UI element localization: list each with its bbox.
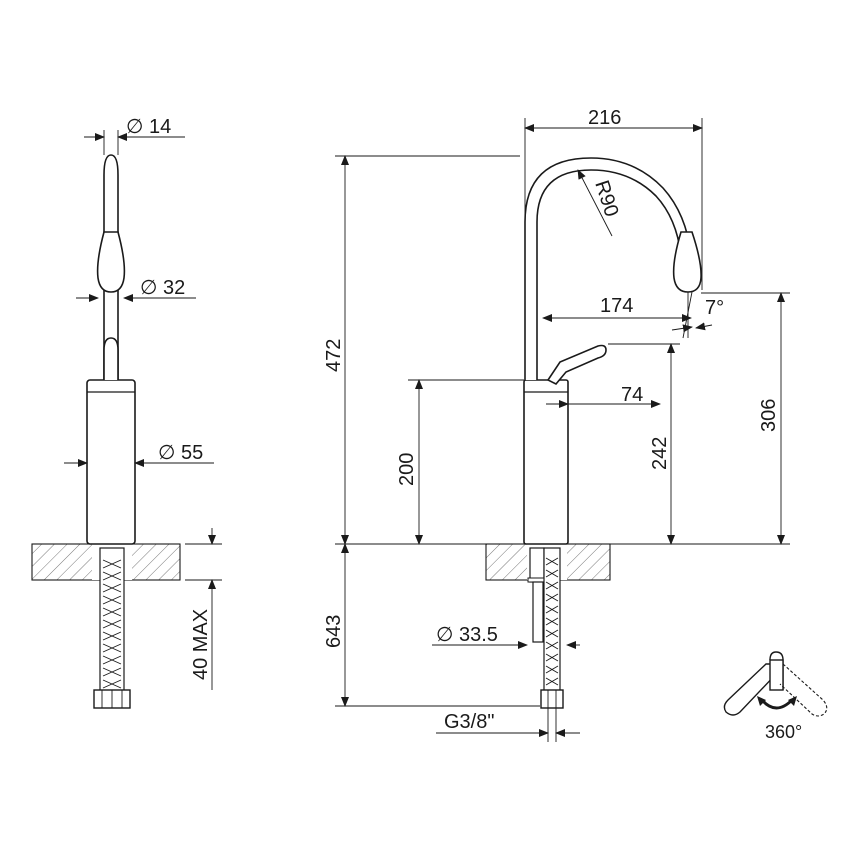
front-body-cylinder — [523, 379, 569, 545]
side-aerator — [96, 231, 126, 293]
front-view: 216 R90 174 7° 472 306 — [323, 107, 790, 742]
dim-text-dia14: ∅ 14 — [126, 116, 171, 138]
dimension-r90: R90 — [577, 169, 623, 237]
side-body-cylinder — [86, 379, 136, 545]
dim-text-306: 306 — [758, 399, 780, 432]
dimension-dia-14: ∅ 14 — [84, 116, 185, 155]
dimension-dia-55: ∅ 55 — [64, 442, 214, 467]
dimension-643: 643 — [323, 543, 349, 707]
dim-text-74: 74 — [621, 384, 643, 406]
dimension-74: 74 — [546, 384, 661, 408]
dim-text-200: 200 — [396, 453, 418, 486]
dim-text-r90: R90 — [590, 178, 622, 220]
dim-text-472: 472 — [323, 339, 345, 372]
dim-text-dia335: ∅ 33.5 — [436, 624, 498, 646]
swivel-360-icon: 360° — [723, 651, 828, 742]
dim-text-643: 643 — [323, 615, 345, 648]
front-supply-hose — [540, 547, 564, 709]
dim-text-g38: G3/8" — [444, 711, 494, 733]
dim-text-dia32: ∅ 32 — [140, 277, 185, 299]
dim-text-dia55: ∅ 55 — [158, 442, 203, 464]
dimension-242: 242 — [649, 343, 675, 545]
dim-text-216: 216 — [588, 107, 621, 129]
dim-text-174: 174 — [600, 295, 633, 317]
front-lever-handle — [546, 344, 607, 385]
dim-text-242: 242 — [649, 437, 671, 470]
rotation-360-label: 360° — [765, 722, 802, 742]
side-view: ∅ 14 ∅ 32 ∅ 55 40 MAX — [31, 116, 222, 709]
front-aerator — [672, 231, 702, 293]
dimension-200: 200 — [396, 379, 423, 545]
dimension-306: 306 — [758, 292, 785, 545]
side-supply-hose — [93, 547, 131, 709]
dimension-216: 216 — [524, 107, 703, 290]
dimension-40-max: 40 MAX — [185, 528, 222, 690]
dimension-angle-7: 7° — [671, 291, 724, 339]
dimension-174: 174 — [542, 295, 692, 322]
dim-text-40max: 40 MAX — [190, 609, 212, 680]
dimension-g3-8: G3/8" — [436, 708, 580, 742]
dimension-dia-33-5: ∅ 33.5 — [432, 624, 580, 649]
dimension-472: 472 — [323, 155, 349, 545]
dim-text-7deg: 7° — [705, 297, 724, 319]
dimension-dia-32: ∅ 32 — [76, 277, 196, 302]
